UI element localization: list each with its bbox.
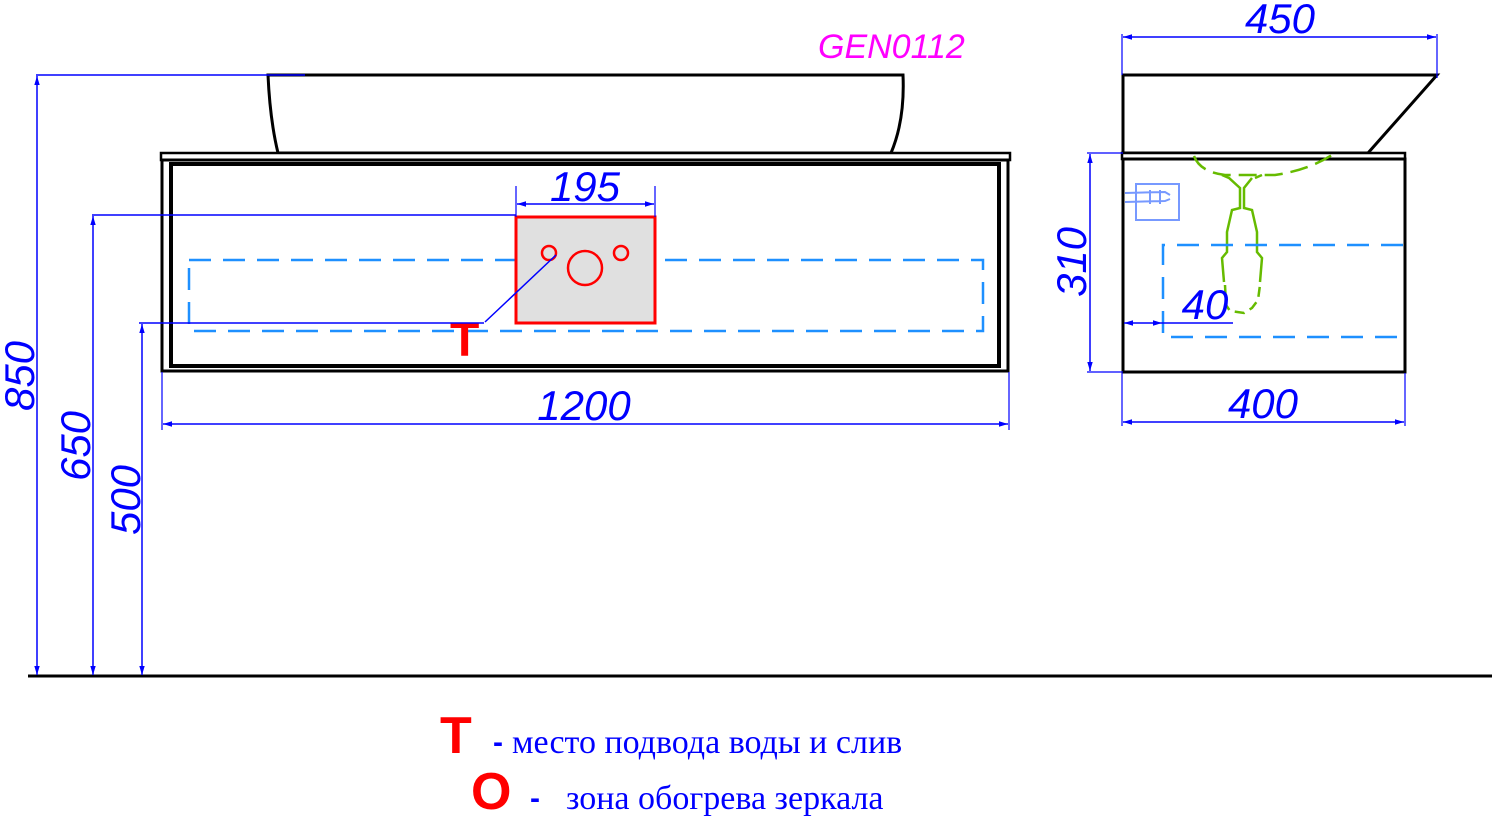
front-view: T 195 1200 850 650 500 GEN0112 <box>0 28 1012 675</box>
dim-label-500: 500 <box>102 464 149 535</box>
legend: T - место подвода воды и слив O - зона о… <box>440 707 902 821</box>
legend-item-heating: O - зона обогрева зеркала <box>471 763 884 821</box>
t-marker: T <box>450 314 479 367</box>
side-cabinet-body <box>1121 157 1407 374</box>
drain-hole <box>566 249 604 287</box>
water-supply-zone <box>514 215 657 325</box>
model-code: GEN0112 <box>818 28 965 66</box>
dim-label-450: 450 <box>1245 0 1316 42</box>
dim-label-650: 650 <box>52 410 99 481</box>
legend-dash-o: - <box>530 782 540 815</box>
legend-mark-t: T <box>440 707 472 765</box>
dim-label-400: 400 <box>1228 380 1299 427</box>
dim-label-1200: 1200 <box>537 382 631 429</box>
legend-dash-t: - <box>493 726 503 759</box>
dashed-zone-front <box>187 258 985 333</box>
basin-outline <box>266 73 905 155</box>
legend-item-water: T - место подвода воды и слив <box>440 707 902 765</box>
dashed-zone-side <box>1161 243 1403 339</box>
dim-label-195: 195 <box>550 163 621 210</box>
inlet-hole-right <box>612 244 630 262</box>
dim-label-40: 40 <box>1182 281 1229 328</box>
t-leader-line <box>484 254 557 323</box>
siphon-icon <box>1192 151 1336 315</box>
legend-mark-o: O <box>471 763 511 821</box>
inlet-hole-left <box>540 244 558 262</box>
basin-side-profile <box>1121 73 1441 155</box>
legend-text-water: место подвода воды и слив <box>512 724 902 761</box>
dim-label-850: 850 <box>0 340 43 411</box>
dim-label-310: 310 <box>1048 226 1095 297</box>
wall-bracket-icon <box>1124 183 1180 221</box>
legend-text-heating: зона обогрева зеркала <box>566 780 884 817</box>
side-view: 450 310 40 400 <box>1048 0 1441 427</box>
